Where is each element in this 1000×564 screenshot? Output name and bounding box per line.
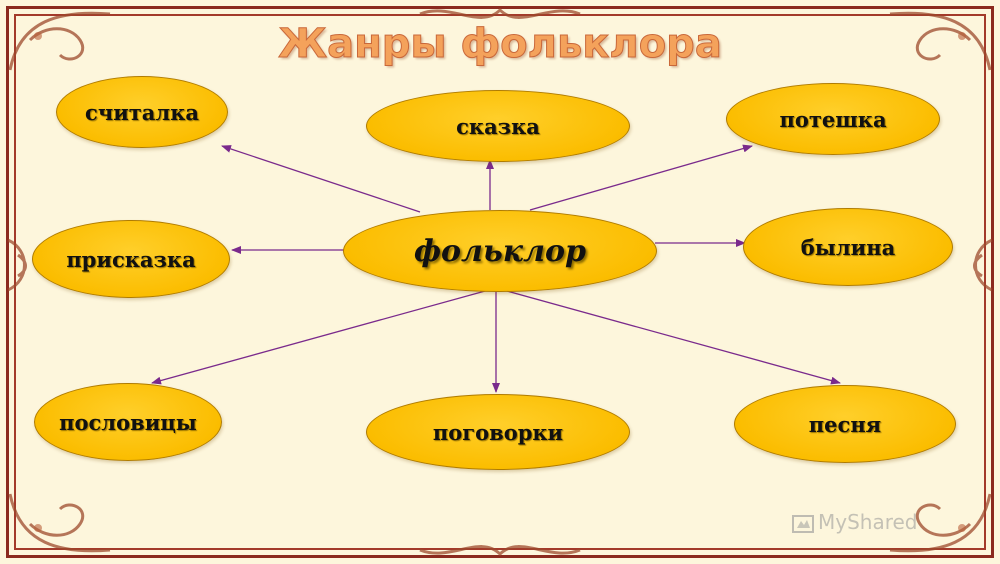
node-poslovitsy: пословицы bbox=[34, 383, 222, 461]
node-label: песня bbox=[808, 411, 882, 437]
node-pesnya: песня bbox=[734, 385, 956, 463]
ornament-top-right-icon bbox=[889, 11, 992, 71]
node-poteshka: потешка bbox=[726, 83, 940, 155]
ornament-bottom-center-icon bbox=[419, 545, 581, 557]
ornament-right-middle-icon bbox=[973, 238, 993, 292]
arrow-to-poteshka bbox=[529, 144, 753, 211]
myshared-logo-icon bbox=[792, 514, 814, 533]
ornament-top-center-icon bbox=[419, 7, 581, 19]
arrow-to-schitalka bbox=[221, 145, 421, 213]
ornament-bottom-left-icon bbox=[8, 493, 111, 553]
center-label: фольклор bbox=[413, 233, 587, 269]
node-label: поговорки bbox=[432, 419, 564, 445]
node-label: былина bbox=[800, 234, 896, 260]
ornament-top-left-icon bbox=[8, 11, 111, 71]
node-label: пословицы bbox=[59, 409, 197, 435]
node-pogovorki: поговорки bbox=[366, 394, 630, 470]
watermark: MyShared bbox=[792, 510, 972, 536]
node-skazka: сказка bbox=[366, 90, 630, 162]
ornament-bottom-right-icon bbox=[889, 493, 992, 553]
watermark-text: MyShared bbox=[818, 510, 918, 534]
node-priskazka: присказка bbox=[32, 220, 230, 298]
frame-inner-border bbox=[14, 14, 986, 550]
node-label: считалка bbox=[85, 99, 199, 125]
node-bylina: былина bbox=[743, 208, 953, 286]
arrow-to-pesnya bbox=[495, 287, 841, 385]
node-schitalka: считалка bbox=[56, 76, 228, 148]
frame-outer-border bbox=[6, 6, 994, 558]
node-folklor-center: фольклор bbox=[343, 210, 657, 292]
page-title: Жанры фольклора bbox=[278, 21, 723, 68]
arrow-to-poslovitsy bbox=[151, 287, 497, 385]
node-label: сказка bbox=[456, 113, 540, 139]
ornament-left-middle-icon bbox=[7, 238, 27, 292]
node-label: потешка bbox=[779, 106, 887, 132]
node-label: присказка bbox=[66, 246, 196, 272]
